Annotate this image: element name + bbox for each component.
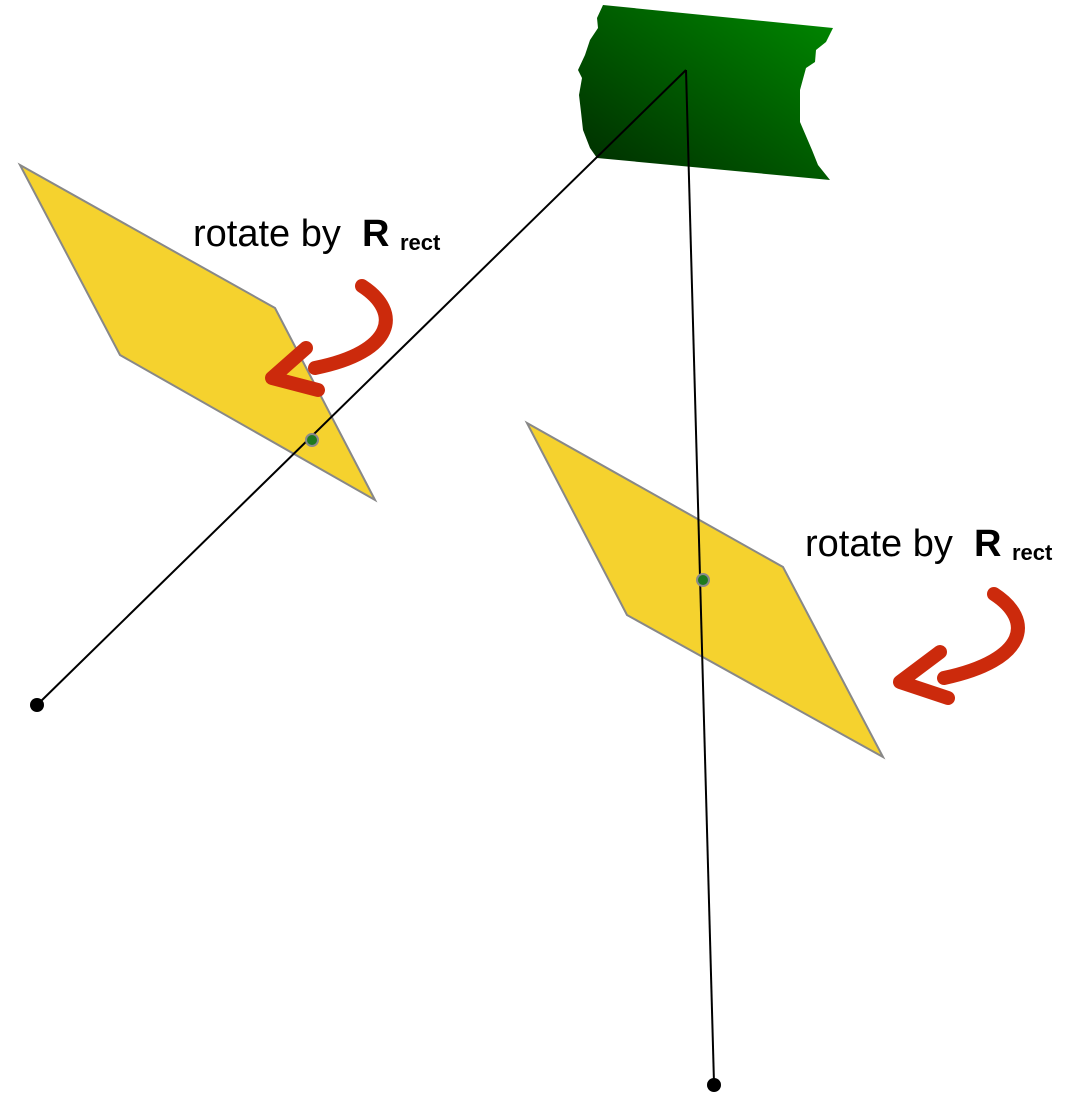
right-label-subscript: rect	[1012, 540, 1053, 565]
right-ray-endpoint	[707, 1078, 721, 1092]
left-label-symbol: R	[362, 213, 389, 255]
left-rotation-label: rotate by R rect	[193, 213, 441, 255]
left-label-prefix: rotate by	[193, 213, 351, 255]
right-label-prefix: rotate by	[805, 523, 963, 565]
right-image-plane	[527, 423, 883, 757]
left-ray	[37, 70, 686, 705]
camera-icon	[578, 5, 833, 180]
right-rotation-label: rotate by R rect	[805, 523, 1053, 565]
left-ray-endpoint	[30, 698, 44, 712]
right-rotation-arrow-icon	[900, 594, 1018, 698]
left-plane-center-point	[306, 434, 318, 446]
right-label-symbol: R	[974, 523, 1001, 565]
right-plane-center-point	[697, 574, 709, 586]
left-label-subscript: rect	[400, 230, 441, 255]
